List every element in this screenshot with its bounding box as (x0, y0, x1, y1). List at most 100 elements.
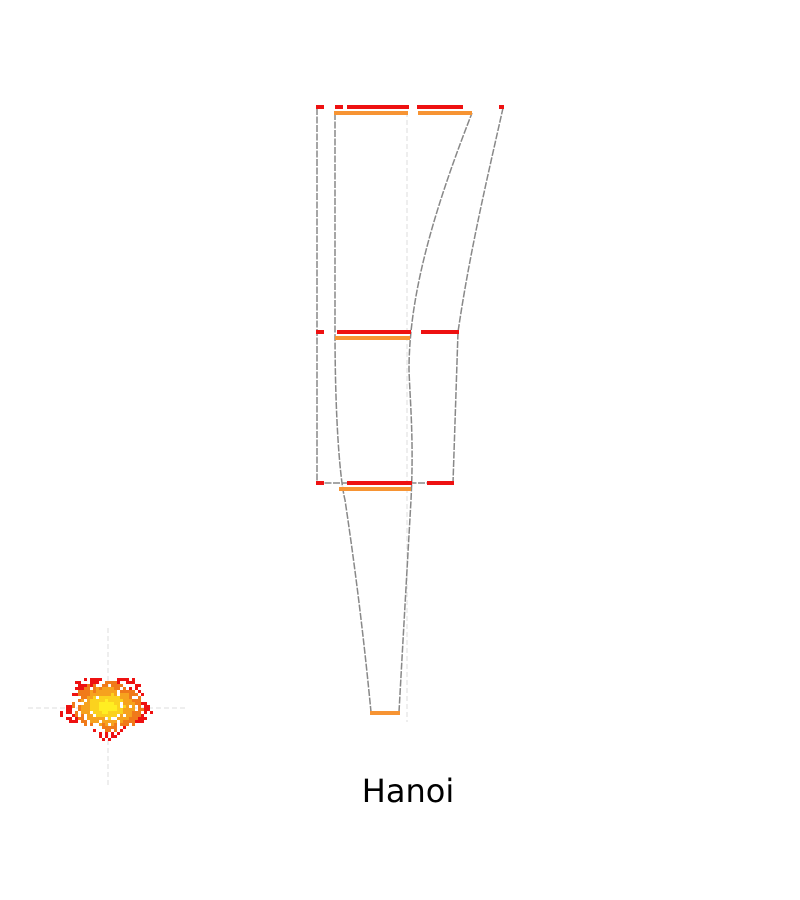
burst-pixel (75, 720, 78, 723)
burst-pixel (90, 705, 93, 708)
burst-pixel (96, 720, 99, 723)
burst-pixel (120, 717, 123, 720)
burst-pixel (102, 687, 105, 690)
burst-pixel (123, 723, 126, 726)
burst-pixel (60, 714, 63, 717)
burst-pixel (111, 735, 114, 738)
burst-pixel (69, 705, 72, 708)
burst-pixel (129, 696, 132, 699)
burst-pixel (135, 711, 138, 714)
burst-pixel (123, 687, 126, 690)
red-bar-segment (316, 105, 324, 109)
burst-pixel (78, 699, 81, 702)
burst-pixel (81, 684, 84, 687)
burst-pixel (138, 714, 141, 717)
burst-pixel (78, 705, 81, 708)
burst-pixel (75, 681, 78, 684)
burst-pixel (99, 678, 102, 681)
burst-pixel (111, 723, 114, 726)
burst-pixel (111, 690, 114, 693)
burst-pixel (108, 705, 111, 708)
burst-pixel (81, 699, 84, 702)
burst-pixel (96, 690, 99, 693)
burst-pixel (138, 702, 141, 705)
burst-pixel (120, 723, 123, 726)
burst-pixel (117, 711, 120, 714)
burst-pixel (93, 711, 96, 714)
burst-pixel (117, 699, 120, 702)
burst-pixel (84, 687, 87, 690)
burst-pixel (81, 720, 84, 723)
burst-pixel (105, 729, 108, 732)
burst-pixel (102, 738, 105, 741)
burst-pixel (99, 687, 102, 690)
burst-pixel (126, 720, 129, 723)
burst-pixel (102, 717, 105, 720)
burst-pixel (132, 678, 135, 681)
red-bar-segment (347, 481, 412, 485)
burst-pixel (135, 684, 138, 687)
burst-pixel (99, 696, 102, 699)
burst-pixel (93, 708, 96, 711)
burst-pixel (144, 702, 147, 705)
burst-pixel (126, 717, 129, 720)
burst-pixel (93, 690, 96, 693)
burst-pixel (132, 699, 135, 702)
burst-pixel (150, 711, 153, 714)
burst-pixel (114, 729, 117, 732)
burst-pixel (99, 732, 102, 735)
burst-pixel (102, 690, 105, 693)
burst-pixel (78, 717, 81, 720)
burst-pixel (81, 708, 84, 711)
burst-pixel (132, 717, 135, 720)
red-bar-segment (347, 105, 409, 109)
burst-pixel (96, 705, 99, 708)
burst-pixel (72, 702, 75, 705)
burst-pixel (144, 717, 147, 720)
burst-pixel (126, 723, 129, 726)
burst-pixel (132, 690, 135, 693)
burst-pixel (123, 696, 126, 699)
burst-pixel (111, 681, 114, 684)
burst-pixel (90, 684, 93, 687)
burst-pixel (111, 726, 114, 729)
burst-pixel (81, 711, 84, 714)
burst-pixel (138, 705, 141, 708)
burst-pixel (108, 681, 111, 684)
burst-pixel (111, 702, 114, 705)
burst-pixel (120, 684, 123, 687)
burst-pixel (129, 711, 132, 714)
burst-pixel (84, 693, 87, 696)
burst-pixel (84, 702, 87, 705)
burst-pixel (126, 702, 129, 705)
burst-pixel (99, 693, 102, 696)
burst-pixel (84, 711, 87, 714)
burst-pixel (99, 705, 102, 708)
burst-pixel (123, 693, 126, 696)
burst-pixel (102, 702, 105, 705)
burst-pixel (90, 714, 93, 717)
burst-pixel (126, 693, 129, 696)
burst-pixel (114, 684, 117, 687)
burst-pixel (90, 702, 93, 705)
burst-pixel (84, 678, 87, 681)
burst-pixel (72, 714, 75, 717)
burst-pixel (96, 681, 99, 684)
burst-pixel (111, 687, 114, 690)
burst-pixel (66, 717, 69, 720)
burst-pixel (111, 720, 114, 723)
burst-pixel (99, 702, 102, 705)
burst-pixel (111, 705, 114, 708)
burst-pixel (111, 711, 114, 714)
red-bars-middle (316, 330, 459, 334)
burst-pixel (114, 720, 117, 723)
orange-bars-lower (339, 487, 411, 491)
red-bar-segment (499, 105, 504, 109)
burst-pixel (90, 696, 93, 699)
burst-pixel (105, 732, 108, 735)
burst-pixel (81, 696, 84, 699)
burst-pixel (120, 696, 123, 699)
burst-pixel (105, 684, 108, 687)
burst-pixel (105, 693, 108, 696)
burst-pixel (105, 687, 108, 690)
